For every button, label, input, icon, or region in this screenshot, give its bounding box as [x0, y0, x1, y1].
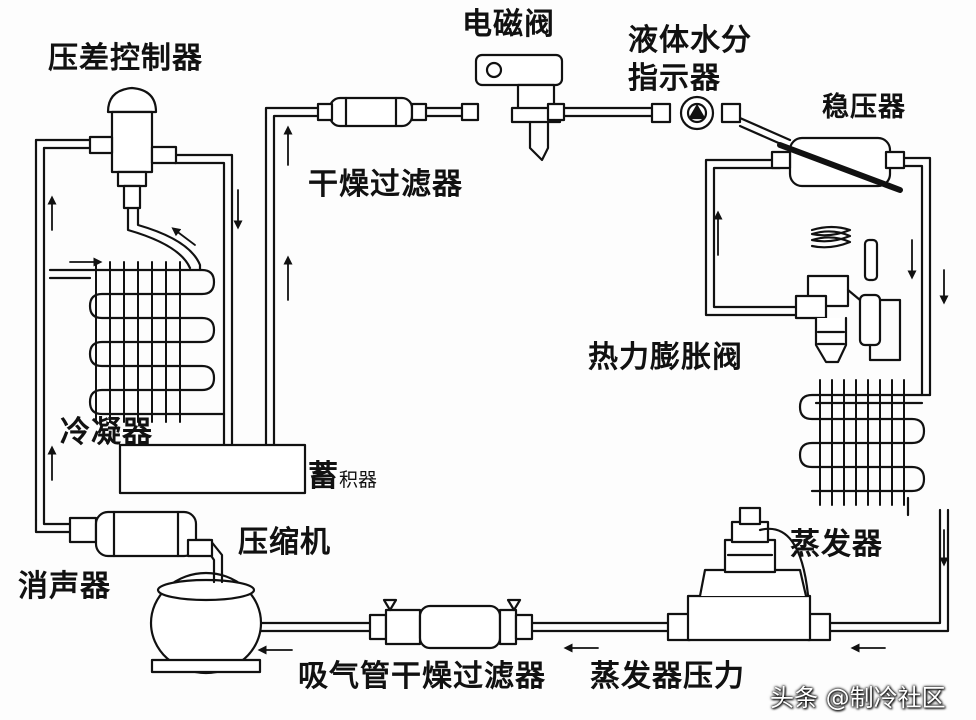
label-condenser: 冷凝器	[60, 415, 153, 450]
flow-arrows	[47, 125, 949, 655]
pressure-regulator	[770, 136, 906, 193]
evaporator-pressure-valve	[666, 506, 832, 642]
solenoid-valve	[460, 53, 566, 162]
label-receiver-big: 蓄	[308, 459, 339, 494]
compressor	[149, 538, 263, 675]
label-expansion-valve: 热力膨胀阀	[588, 340, 743, 375]
filter-drier	[316, 96, 428, 128]
label-receiver: 蓄积器	[308, 462, 377, 492]
receiver-tank	[118, 443, 307, 495]
muffler	[68, 510, 214, 558]
label-evaporator: 蒸发器	[790, 527, 883, 562]
watermark-text: 头条 @制冷社区	[770, 684, 946, 712]
label-compressor: 压缩机	[238, 525, 331, 560]
label-liquid-indicator-line1: 液体水分	[628, 23, 752, 58]
condenser-coil	[48, 261, 226, 423]
evaporator-coil	[798, 379, 932, 506]
suction-filter	[368, 598, 534, 650]
label-evap-pressure-valve: 蒸发器压力	[590, 659, 745, 694]
expansion-valve	[794, 225, 902, 364]
label-pressure-controller: 压差控制器	[48, 41, 203, 76]
label-liquid-indicator-line2: 指示器	[628, 61, 721, 96]
label-filter-drier: 干燥过滤器	[308, 167, 463, 202]
label-suction-filter: 吸气管干燥过滤器	[298, 659, 546, 694]
label-pressure-regulator: 稳压器	[822, 92, 906, 123]
pressure-controller	[88, 86, 202, 272]
sight-glass	[650, 95, 742, 131]
label-solenoid-valve: 电磁阀	[462, 7, 555, 42]
label-receiver-small: 积器	[339, 469, 378, 491]
label-muffler: 消声器	[18, 569, 111, 604]
